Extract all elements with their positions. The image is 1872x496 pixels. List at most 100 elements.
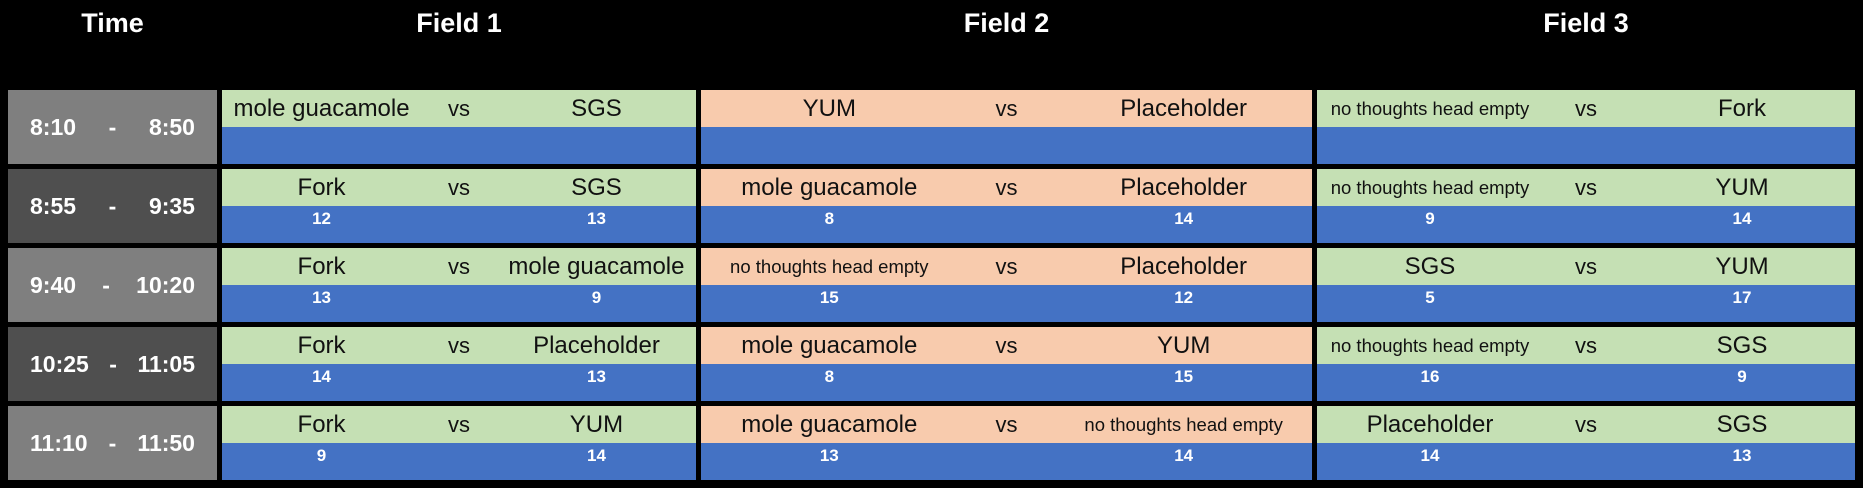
team2-score: 14 xyxy=(1174,209,1194,228)
match-cell: mole guacamole vs SGS xyxy=(222,90,696,164)
score-band: 15 12 xyxy=(701,285,1312,322)
vs-label: vs xyxy=(1574,253,1597,279)
team2-name: YUM xyxy=(1715,173,1769,201)
score-band: 14 13 xyxy=(1317,443,1855,480)
team1-name: no thoughts head empty xyxy=(1330,176,1530,198)
team2-score xyxy=(1055,127,1312,130)
schedule-table: Time Field 1 Field 2 Field 3 8:10 - 8:50… xyxy=(0,0,1863,488)
match-band: mole guacamole vs Placeholder xyxy=(701,169,1312,206)
column-header-field1: Field 1 xyxy=(222,0,696,85)
team1-score: 13 xyxy=(819,446,839,465)
team1-score: 12 xyxy=(312,209,331,228)
score-band: 8 15 xyxy=(701,364,1312,401)
score-band: 13 9 xyxy=(222,285,696,322)
match-cell: no thoughts head empty vs Placeholder 15… xyxy=(701,248,1312,322)
team1-name: Fork xyxy=(297,173,346,201)
column-header-field2: Field 2 xyxy=(701,0,1312,85)
match-cell: Fork vs mole guacamole 13 9 xyxy=(222,248,696,322)
match-band: mole guacamole vs SGS xyxy=(222,90,696,127)
team2-score: 15 xyxy=(1174,367,1194,386)
team2-name: YUM xyxy=(1715,252,1769,280)
team2-name: Placeholder xyxy=(533,331,660,359)
match-band: no thoughts head empty vs Fork xyxy=(1317,90,1855,127)
team2-name: Fork xyxy=(1718,94,1766,122)
team2-name: YUM xyxy=(569,410,624,438)
match-cell: no thoughts head empty vs Fork xyxy=(1317,90,1855,164)
time-end: 11:05 xyxy=(137,350,195,377)
score-band: 14 13 xyxy=(222,364,696,401)
column-header-time: Time xyxy=(8,0,217,85)
team2-name: Placeholder xyxy=(1120,173,1248,201)
team1-name: no thoughts head empty xyxy=(1330,334,1530,356)
vs-label: vs xyxy=(447,411,470,437)
team2-name: Placeholder xyxy=(1120,252,1248,280)
team1-name: mole guacamole xyxy=(741,173,918,201)
time-end: 9:35 xyxy=(148,192,195,219)
match-band: YUM vs Placeholder xyxy=(701,90,1312,127)
team1-name: mole guacamole xyxy=(741,331,918,359)
team1-score: 8 xyxy=(824,209,835,228)
time-start: 10:25 xyxy=(30,350,89,377)
vs-label: vs xyxy=(1574,95,1597,121)
schedule-grid: Time Field 1 Field 2 Field 3 8:10 - 8:50… xyxy=(8,0,1855,480)
match-cell: Fork vs YUM 9 14 xyxy=(222,406,696,480)
match-band: Fork vs SGS xyxy=(222,169,696,206)
time-separator: - xyxy=(108,429,117,456)
time-start: 8:10 xyxy=(30,113,77,140)
vs-label: vs xyxy=(995,332,1018,358)
match-band: no thoughts head empty vs YUM xyxy=(1317,169,1855,206)
match-band: no thoughts head empty vs SGS xyxy=(1317,327,1855,364)
team1-name: mole guacamole xyxy=(233,94,410,122)
match-band: Fork vs Placeholder xyxy=(222,327,696,364)
team1-score: 9 xyxy=(316,446,327,465)
team2-score: 13 xyxy=(586,209,606,228)
team1-name: Fork xyxy=(297,331,346,359)
match-band: mole guacamole vs no thoughts head empty xyxy=(701,406,1312,443)
team2-score: 14 xyxy=(586,446,606,465)
team2-name: YUM xyxy=(1156,331,1211,359)
team1-score: 16 xyxy=(1420,367,1440,386)
match-cell: Fork vs SGS 12 13 xyxy=(222,169,696,243)
score-band xyxy=(701,127,1312,164)
vs-label: vs xyxy=(1574,411,1597,437)
team1-score xyxy=(701,127,958,130)
team1-name: no thoughts head empty xyxy=(730,255,929,277)
team1-name: Fork xyxy=(297,252,346,280)
time-slot-cell: 8:10 - 8:50 xyxy=(8,90,217,164)
time-end: 10:20 xyxy=(136,271,195,298)
team2-score: 12 xyxy=(1174,288,1194,307)
team1-name: Fork xyxy=(297,410,346,438)
score-band: 8 14 xyxy=(701,206,1312,243)
team2-score: 14 xyxy=(1732,209,1752,228)
score-band: 9 14 xyxy=(222,443,696,480)
score-band: 13 14 xyxy=(701,443,1312,480)
time-start: 9:40 xyxy=(30,271,77,298)
team2-score: 13 xyxy=(1732,446,1752,465)
match-band: mole guacamole vs YUM xyxy=(701,327,1312,364)
time-slot-cell: 9:40 - 10:20 xyxy=(8,248,217,322)
time-separator: - xyxy=(108,113,117,140)
vs-label: vs xyxy=(447,95,470,121)
vs-label: vs xyxy=(995,253,1018,279)
team2-name: SGS xyxy=(571,173,622,201)
team2-name: SGS xyxy=(571,94,622,122)
team1-score: 14 xyxy=(312,367,331,386)
time-start: 8:55 xyxy=(30,192,77,219)
team2-name: mole guacamole xyxy=(508,252,685,280)
vs-label: vs xyxy=(447,332,470,358)
team2-name: SGS xyxy=(1716,410,1768,438)
match-cell: Placeholder vs SGS 14 13 xyxy=(1317,406,1855,480)
team1-name: no thoughts head empty xyxy=(1330,97,1530,119)
team2-name: Placeholder xyxy=(1120,94,1248,122)
match-cell: mole guacamole vs no thoughts head empty… xyxy=(701,406,1312,480)
team2-score: 14 xyxy=(1174,446,1194,465)
vs-label: vs xyxy=(1574,332,1597,358)
time-end: 8:50 xyxy=(148,113,195,140)
team2-score: 9 xyxy=(591,288,602,307)
team2-score xyxy=(497,127,696,130)
team2-score: 17 xyxy=(1732,288,1752,307)
time-separator: - xyxy=(102,271,110,298)
team1-score: 13 xyxy=(312,288,331,307)
match-band: SGS vs YUM xyxy=(1317,248,1855,285)
score-band xyxy=(222,127,696,164)
